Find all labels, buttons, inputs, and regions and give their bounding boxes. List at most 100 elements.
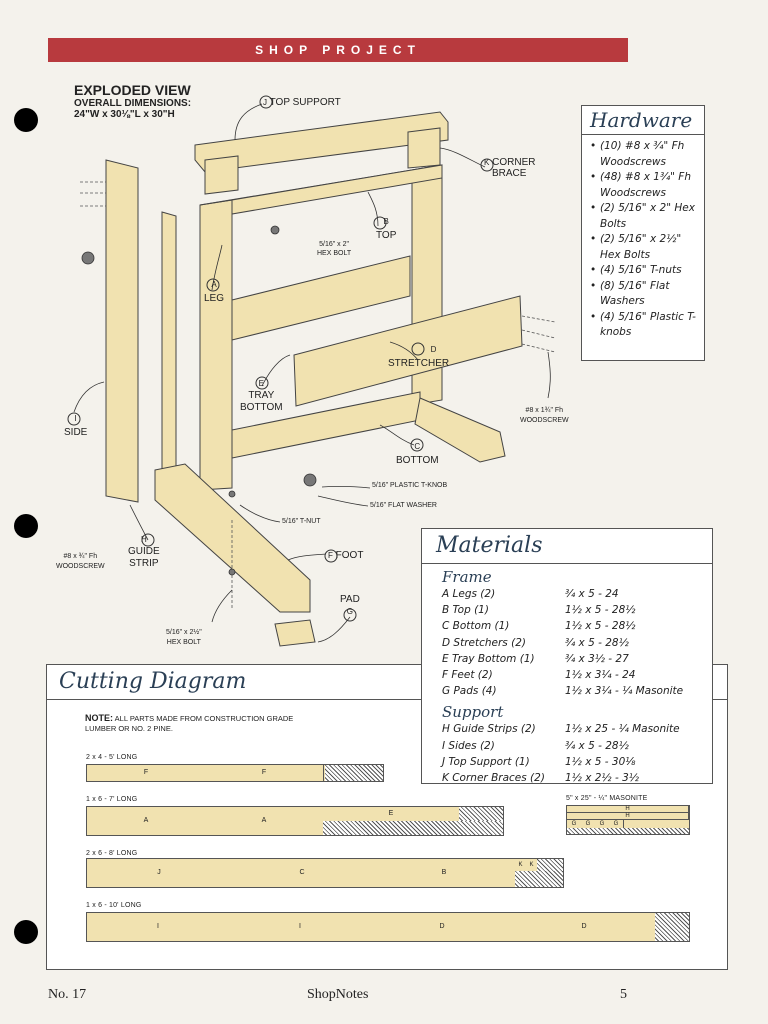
- callout-plastic-knob: 5/16" PLASTIC T-KNOB: [372, 482, 448, 489]
- materials-list: Frame A Legs (2) ¾ x 5 - 24 B Top (1) 1½ x 5…: [422, 568, 712, 786]
- callout-top-support: J TOP SUPPORT: [263, 97, 341, 108]
- callout-hex-bolt-2: 5/16" x 2" HEX BOLT: [317, 240, 351, 258]
- materials-part: I Sides (2): [442, 739, 495, 752]
- cutting-diagram-title: Cutting Diagram: [59, 669, 247, 694]
- callout-text: #8 x ¾" Fh: [63, 553, 98, 560]
- note-label: NOTE:: [85, 713, 113, 723]
- materials-row: C Bottom (1)1½ x 5 - 28½: [442, 618, 712, 634]
- materials-part: G Pads (4): [442, 685, 497, 698]
- materials-size: 1½ x 5 - 28½: [565, 620, 636, 633]
- board-2x6-8ft: J C B K K: [86, 858, 564, 888]
- materials-row: D Stretchers (2) ¾ x 5 - 28½: [442, 635, 712, 651]
- callout-bottom: C BOTTOM: [396, 440, 439, 468]
- callout-text: WOODSCREW: [520, 417, 569, 424]
- callout-text: BRACE: [492, 168, 527, 179]
- board-part: I: [87, 913, 230, 941]
- hardware-item: (4) 5/16" T-nuts: [590, 263, 698, 279]
- top-support-part: [194, 111, 449, 173]
- materials-row: J Top Support (1)1½ x 5 - 30⅛: [442, 754, 712, 770]
- callout-t-nut: 5/16" T-NUT: [282, 518, 321, 525]
- callout-text: TOP SUPPORT: [269, 97, 341, 108]
- cutting-diagram-header: Cutting Diagram: [47, 665, 727, 700]
- callout-letter: H: [140, 535, 147, 544]
- materials-part: K Corner Braces (2): [442, 771, 545, 784]
- materials-row: G Pads (4)1½ x 3¼ - ¼ Masonite: [442, 683, 712, 699]
- binder-hole: [14, 920, 38, 944]
- note-text: ALL PARTS MADE FROM CONSTRUCTION GRADE L…: [85, 714, 294, 733]
- callout-letter: I: [74, 414, 77, 423]
- callout-text: BOTTOM: [240, 402, 283, 413]
- callout-text: STRIP: [129, 558, 159, 569]
- callout-text: HEX BOLT: [166, 639, 201, 646]
- callout-letter: E: [258, 379, 264, 388]
- board-part: D: [513, 913, 656, 941]
- materials-part: D Stretchers (2): [442, 636, 526, 649]
- waste-area: [515, 871, 563, 887]
- board-part: I: [229, 913, 372, 941]
- waste-area: [537, 859, 563, 871]
- hardware-box: Hardware (10) #8 x ¾" Fh Woodscrews(48) …: [581, 105, 705, 361]
- callout-top: B TOP: [376, 215, 396, 243]
- callout-letter: A: [211, 280, 217, 289]
- waste-area: [323, 821, 503, 835]
- hardware-item: (8) 5/16" Flat Washers: [590, 279, 698, 310]
- binder-hole: [14, 514, 38, 538]
- materials-row: E Tray Bottom (1)¾ x 3½ - 27: [442, 651, 712, 667]
- callout-tray-bottom: E TRAY BOTTOM: [240, 378, 283, 414]
- materials-size: 1½ x 25 - ¼ Masonite: [565, 723, 680, 736]
- callout-guide-strip: H GUIDE STRIP: [128, 534, 160, 570]
- callout-foot: F FOOT: [328, 550, 363, 561]
- materials-part: B Top (1): [442, 604, 489, 617]
- waste-area: [325, 765, 383, 781]
- callout-leg: A LEG: [204, 278, 224, 306]
- board-part: F: [87, 765, 206, 781]
- materials-size: 1½ x 5 - 30⅛: [565, 755, 636, 768]
- board-1x6-7ft: A A E: [86, 806, 504, 836]
- callout-letter: F: [328, 551, 333, 560]
- foot-part: [154, 463, 311, 613]
- materials-size: ¾ x 5 - 28½: [565, 739, 629, 752]
- waste-area: [655, 913, 689, 941]
- materials-size: 1½ x 5 - 28½: [565, 604, 636, 617]
- hardware-list: (10) #8 x ¾" Fh Woodscrews(48) #8 x 1¾" …: [582, 135, 704, 347]
- waste-area: [567, 828, 689, 834]
- materials-row: F Feet (2) 1½ x 3¼ - 24: [442, 667, 712, 683]
- callout-text: 5/16" x 2": [319, 241, 349, 248]
- callout-corner-brace: K CORNER BRACE: [484, 157, 535, 179]
- materials-size: ¾ x 5 - 28½: [565, 636, 629, 649]
- callout-pad: PAD G: [340, 594, 360, 618]
- section-banner: SHOP PROJECT: [48, 38, 628, 62]
- callout-text: HEX BOLT: [317, 250, 352, 257]
- exploded-view-illustration: [67, 95, 556, 647]
- materials-row: A Legs (2) ¾ x 5 - 24: [442, 586, 712, 602]
- callout-flat-washer: 5/16" FLAT WASHER: [370, 502, 437, 509]
- side-part: [105, 159, 139, 503]
- callout-text: PAD: [340, 594, 360, 605]
- dimensions-value: 24"W x 30⅛"L x 30"H: [74, 109, 175, 120]
- corner-brace-part: [204, 155, 239, 195]
- board-part: G: [609, 820, 624, 828]
- materials-part: F Feet (2): [442, 668, 493, 681]
- footer-issue: No. 17: [48, 987, 87, 1002]
- materials-size: ¾ x 5 - 24: [565, 588, 619, 600]
- exploded-view-title: EXPLODED VIEW: [74, 82, 191, 98]
- materials-size: 1½ x 3¼ - 24: [565, 668, 636, 681]
- board-part: A: [87, 807, 206, 835]
- tray-bottom-part: [231, 255, 411, 341]
- materials-group-title: Frame: [442, 568, 492, 586]
- binder-hole: [14, 108, 38, 132]
- materials-part: A Legs (2): [442, 588, 496, 600]
- footer-magazine: ShopNotes: [307, 987, 369, 1002]
- callout-woodscrew-134: #8 x 1¾" Fh WOODSCREW: [520, 406, 569, 426]
- materials-part: E Tray Bottom (1): [442, 652, 535, 665]
- board-part: E: [323, 807, 460, 821]
- callout-letter: G: [346, 607, 354, 616]
- materials-row: I Sides (2) ¾ x 5 - 28½: [442, 738, 712, 754]
- board-part: G: [567, 820, 582, 828]
- board-part: J: [87, 859, 232, 887]
- callout-letter: B: [383, 217, 389, 226]
- plastic-knob-icon: [81, 251, 95, 265]
- footer-page-number: 5: [620, 987, 627, 1002]
- hardware-item: (4) 5/16" Plastic T-knobs: [590, 310, 698, 341]
- callout-letter: C: [414, 442, 421, 451]
